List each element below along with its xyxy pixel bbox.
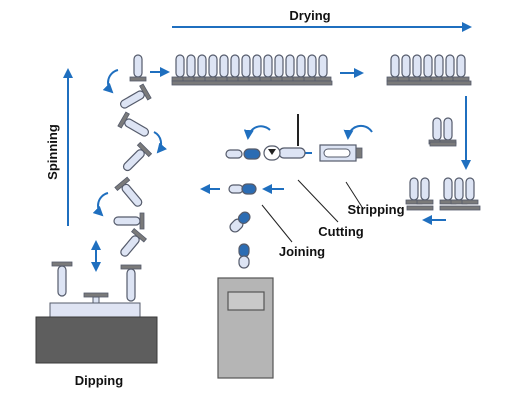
spinning-pins (113, 54, 153, 257)
spinning-label: Spinning (45, 124, 60, 180)
joining-label: Joining (279, 244, 325, 259)
joining-capsule (228, 183, 257, 195)
capsule-shell (229, 211, 251, 233)
leader-line-joining (261, 204, 293, 243)
dipping-tray (49, 302, 141, 318)
machine-cabinet (217, 277, 274, 379)
pins-after-drying (428, 117, 457, 147)
half-capsule-pair (225, 148, 261, 160)
leader-line-stripping (345, 181, 363, 208)
cutting-label: Cutting (318, 224, 364, 239)
drying-label: Drying (289, 8, 330, 23)
cut-capsule (263, 145, 306, 161)
curved-rotation-arrow (343, 124, 373, 140)
dipping-label: Dipping (75, 373, 123, 388)
leader-line-cutting (297, 179, 339, 223)
drying-rack-right (386, 54, 472, 86)
dipping-pins (51, 261, 142, 304)
capsule-shell (238, 243, 250, 269)
down-triangle-icon (268, 149, 276, 155)
stripping-label: Stripping (347, 202, 404, 217)
drying-rack-left (171, 54, 333, 86)
stripping-pin (319, 144, 363, 162)
dipping-tank (35, 316, 158, 364)
pins-to-stripping (405, 177, 481, 211)
curved-rotation-arrow (92, 192, 109, 217)
curved-rotation-arrow (243, 125, 271, 140)
curved-rotation-arrow (102, 69, 119, 94)
curved-rotation-arrow (153, 131, 167, 154)
